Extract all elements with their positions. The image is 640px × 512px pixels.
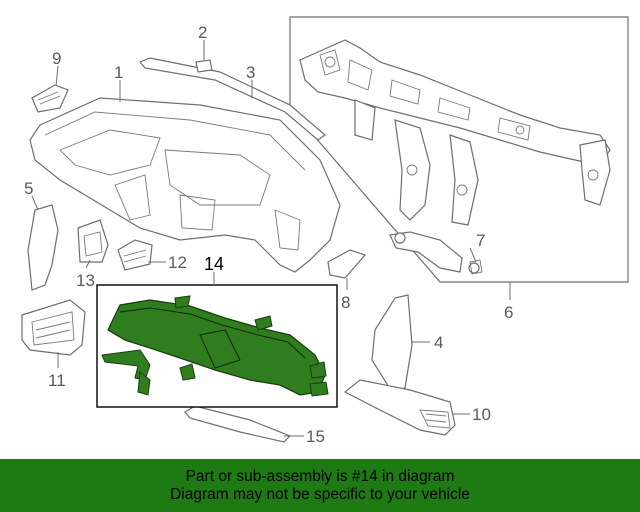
highlighted-part-14 (101, 295, 329, 397)
callout-15: 15 (306, 427, 325, 446)
callout-13: 13 (76, 271, 95, 290)
banner-line-2: Diagram may not be specific to your vehi… (170, 485, 470, 503)
callout-3: 3 (246, 63, 255, 82)
callout-2: 2 (198, 23, 207, 42)
leader-lines (31, 40, 511, 437)
lower-panel-part-10 (343, 379, 456, 436)
banner-line-1: Part or sub-assembly is #14 in diagram (185, 467, 455, 485)
steering-hanger-beam (299, 39, 611, 226)
callout-5: 5 (24, 179, 33, 198)
bracket-part-7 (389, 231, 483, 275)
vent-part-9 (31, 84, 69, 113)
callout-14: 14 (204, 254, 224, 274)
exploded-view-svg: .part { fill: #ffffff; stroke: #6e6e6e; … (21, 16, 629, 446)
info-banner: Part or sub-assembly is #14 in diagram D… (0, 459, 640, 512)
callout-4: 4 (434, 333, 443, 352)
side-cover-part-5 (27, 204, 59, 291)
vent-part-11 (21, 299, 86, 356)
callout-8: 8 (341, 293, 350, 312)
callout-7: 7 (476, 231, 485, 250)
callout-11: 11 (48, 371, 66, 390)
callout-labels: 1 2 3 4 5 6 7 8 9 10 11 12 13 14 15 (24, 23, 513, 446)
callout-12: 12 (168, 253, 187, 272)
callout-1: 1 (114, 63, 123, 82)
strip-part-15 (184, 405, 292, 443)
vent-part-12 (117, 239, 153, 271)
switch-part-13 (77, 219, 109, 263)
defroster-strip-part-3 (139, 57, 326, 141)
callout-9: 9 (52, 49, 61, 68)
callout-6: 6 (504, 303, 513, 322)
instrument-panel-part-1 (29, 97, 341, 273)
callout-10: 10 (472, 405, 491, 424)
lid-part-8 (327, 249, 367, 279)
clip-part-2 (195, 59, 213, 73)
trim-part-4 (371, 294, 413, 393)
